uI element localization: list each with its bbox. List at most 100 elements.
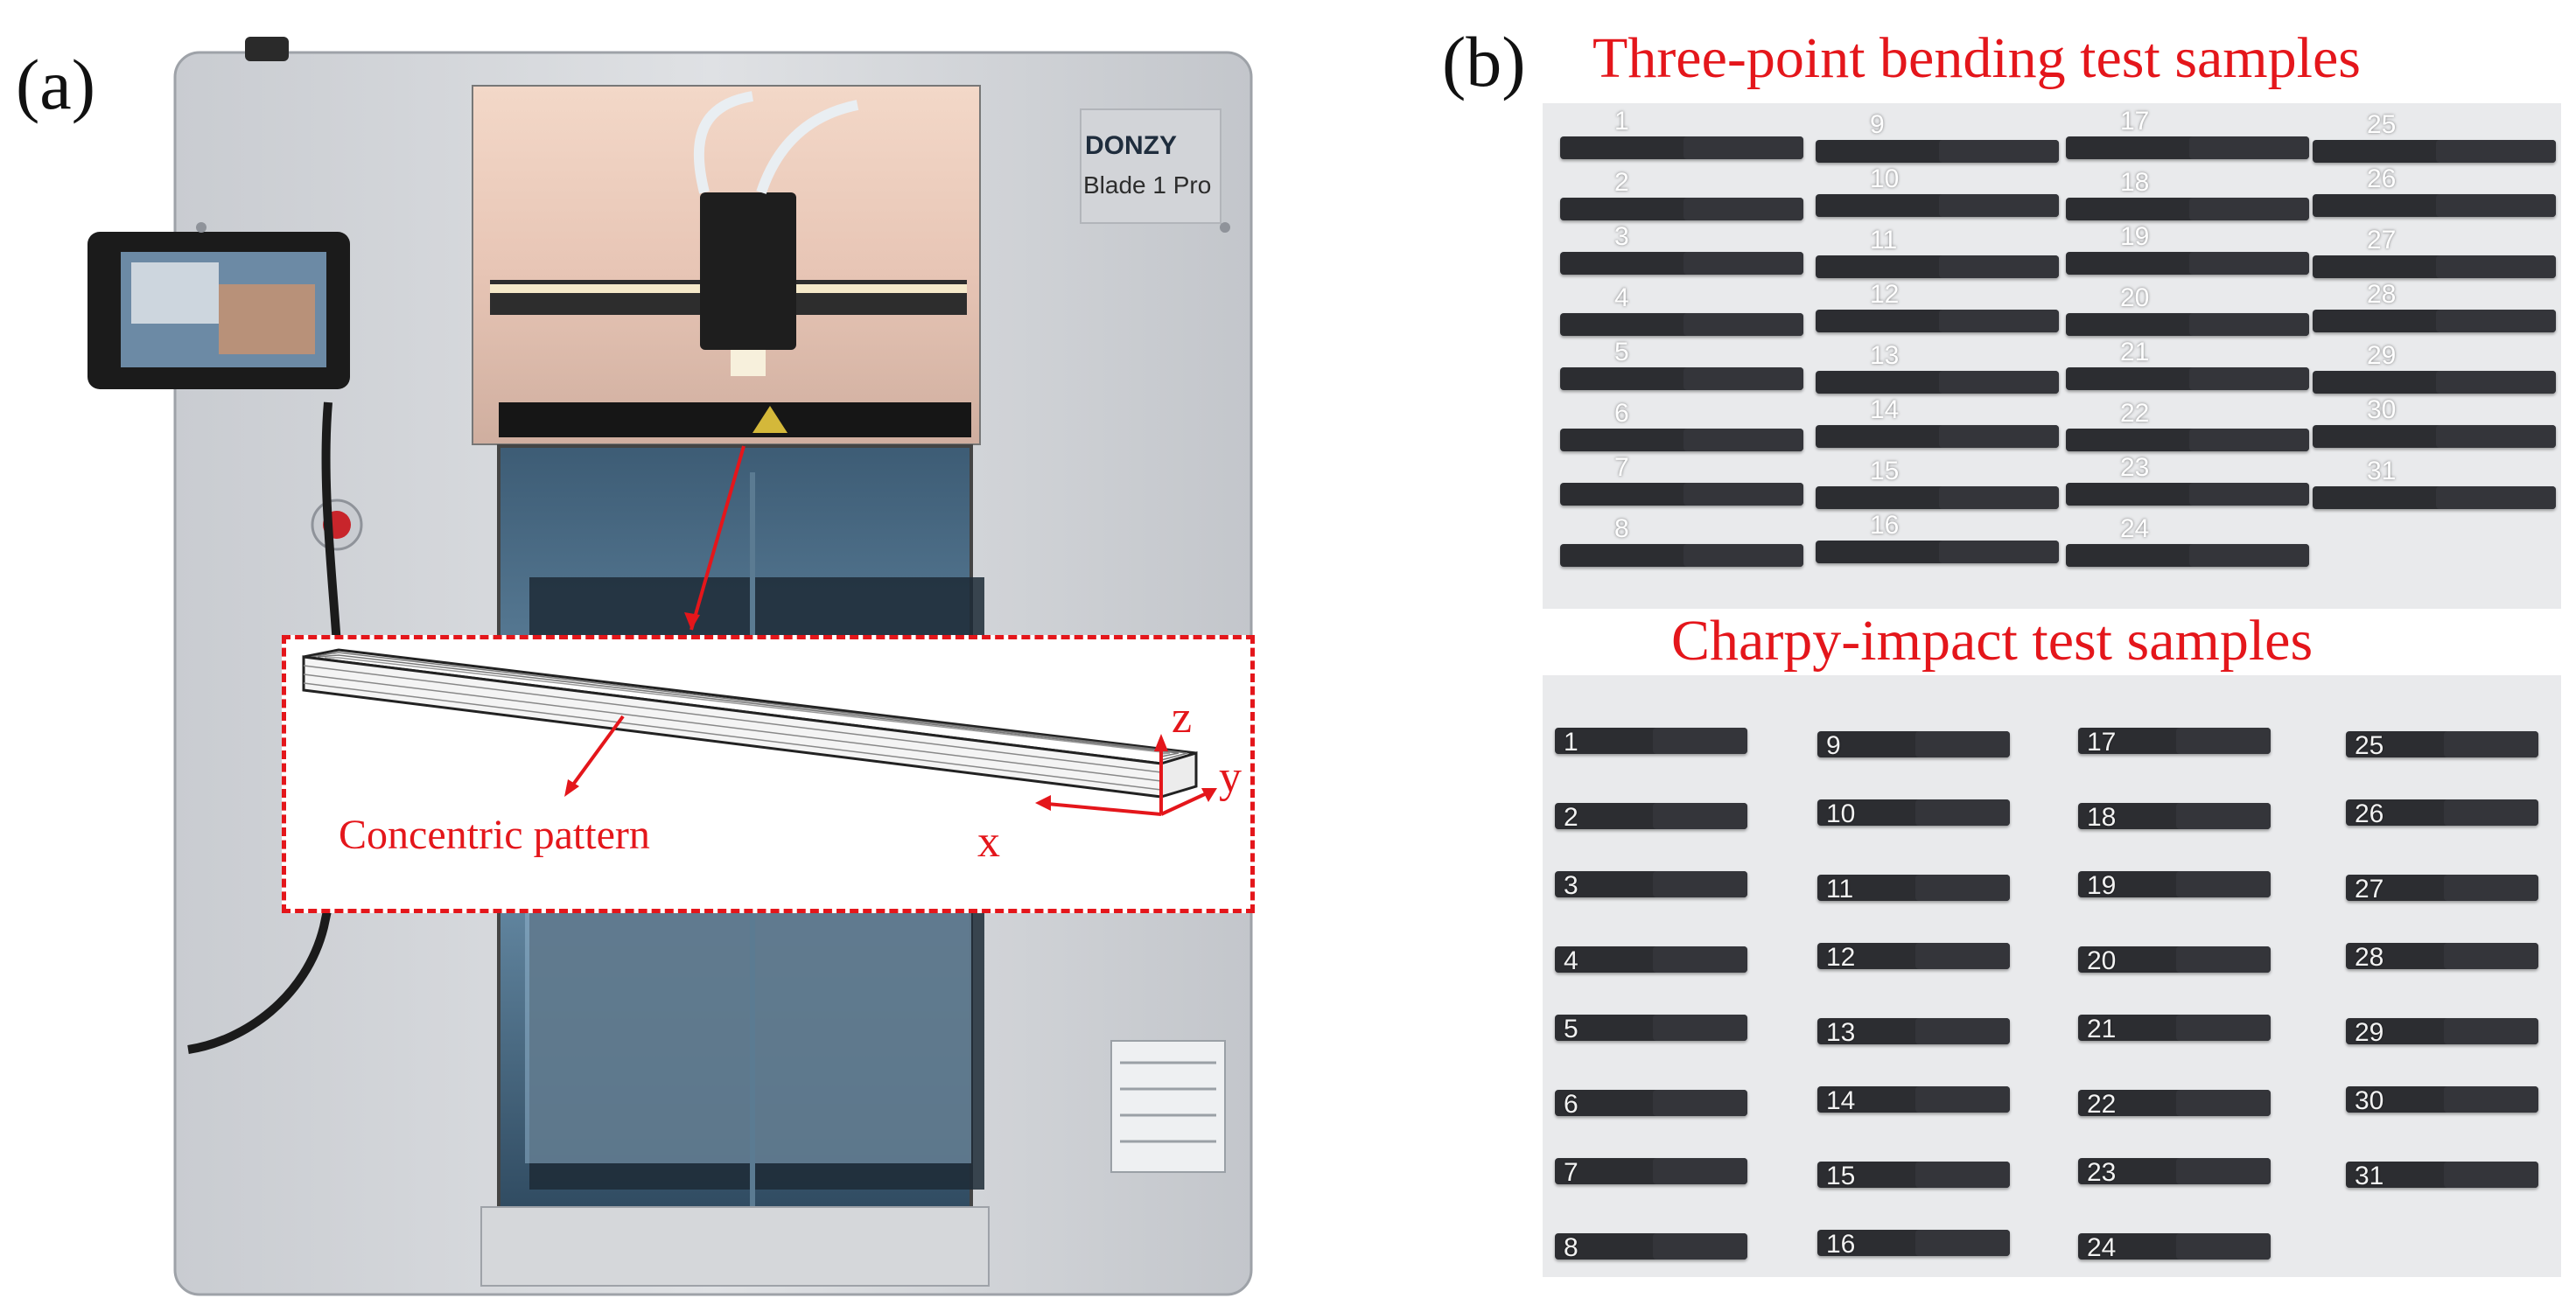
sample-bar (1560, 483, 1803, 506)
sample-number: 8 (1564, 1233, 1578, 1262)
sample-bar (1560, 313, 1803, 336)
sample-bar (1817, 1162, 2010, 1188)
sample-bar (1816, 310, 2059, 332)
sample-bar (1560, 136, 1803, 159)
sample-number: 20 (2087, 946, 2117, 975)
sample-bar (1816, 371, 2059, 394)
sample-number: 12 (1826, 943, 1856, 972)
sample-number: 11 (1870, 226, 1898, 255)
sample-number: 14 (1826, 1086, 1856, 1115)
sample-number: 11 (1826, 875, 1854, 904)
sample-number: 20 (2120, 283, 2150, 312)
sample-number: 24 (2120, 514, 2150, 543)
sample-number: 30 (2367, 395, 2397, 424)
sample-number: 28 (2367, 280, 2397, 309)
sample-bar (2078, 871, 2271, 897)
sample-number: 6 (1564, 1090, 1578, 1119)
sample-bar (2078, 803, 2271, 829)
sample-number: 10 (1870, 164, 1900, 193)
sample-bar (2346, 875, 2538, 901)
axis-x-label: x (977, 817, 1000, 867)
sample-number: 5 (1564, 1015, 1578, 1043)
sample-bar (2313, 194, 2556, 217)
sample-bar (1817, 799, 2010, 826)
x-axis (1046, 802, 1162, 816)
sample-bar (1555, 1158, 1747, 1184)
panel-b-label: (b) (1442, 22, 1526, 101)
sample-bar (2313, 255, 2556, 278)
sample-bar (2313, 425, 2556, 448)
sample-number: 31 (2367, 457, 2397, 485)
sample-number: 17 (2120, 107, 2150, 136)
sample-bar (2346, 1162, 2538, 1188)
sample-bar (1555, 1233, 1747, 1260)
sample-bar (1560, 198, 1803, 220)
sample-number: 26 (2355, 799, 2384, 828)
sample-number: 10 (1826, 799, 1856, 828)
sample-bar (1555, 1090, 1747, 1116)
sample-number: 19 (2120, 222, 2150, 251)
pattern-pointer (569, 715, 625, 790)
sample-bar (1817, 731, 2010, 757)
sample-bar (1560, 429, 1803, 451)
sample-bar (1816, 140, 2059, 163)
sample-number: 22 (2087, 1090, 2117, 1119)
sample-bar (2078, 1233, 2271, 1260)
axis-z-label: z (1172, 693, 1193, 743)
sample-bar (1817, 943, 2010, 969)
sample-number: 8 (1614, 514, 1629, 543)
sample-number: 28 (2355, 943, 2384, 972)
sample-number: 30 (2355, 1086, 2384, 1115)
sample-number: 29 (2355, 1018, 2384, 1047)
sample-bar (1816, 541, 2059, 563)
sample-number: 7 (1614, 453, 1629, 482)
sample-number: 9 (1826, 731, 1841, 760)
sample-number: 27 (2367, 226, 2397, 255)
sample-bar (2066, 252, 2309, 275)
sample-number: 13 (1826, 1018, 1856, 1047)
sample-bar (2066, 313, 2309, 336)
sample-bar (2066, 367, 2309, 390)
sample-bar (1555, 1015, 1747, 1041)
sample-bar (1816, 194, 2059, 217)
sample-bar (1816, 425, 2059, 448)
sample-number: 6 (1614, 399, 1629, 428)
axis-y-label: y (1219, 752, 1242, 802)
sample-number: 25 (2367, 110, 2397, 139)
sample-number: 7 (1564, 1158, 1578, 1187)
sample-bar (1560, 544, 1803, 567)
sample-number: 15 (1870, 457, 1900, 485)
sample-bar (2346, 731, 2538, 757)
sample-number: 4 (1564, 946, 1578, 975)
sample-number: 31 (2355, 1162, 2384, 1190)
sample-bar (2313, 486, 2556, 509)
sample-bar (1816, 486, 2059, 509)
sample-bar (1555, 728, 1747, 754)
sample-bar (1817, 1230, 2010, 1256)
sample-bar (2078, 946, 2271, 973)
sample-number: 29 (2367, 341, 2397, 370)
sample-bar (2066, 544, 2309, 567)
sample-bar (2066, 198, 2309, 220)
sample-number: 3 (1614, 222, 1629, 251)
sample-number: 25 (2355, 731, 2384, 760)
sample-bar (1560, 367, 1803, 390)
sample-number: 16 (1870, 511, 1900, 540)
sample-bar (2066, 483, 2309, 506)
sample-number: 15 (1826, 1162, 1856, 1190)
sample-number: 1 (1564, 728, 1578, 757)
sample-number: 23 (2087, 1158, 2117, 1187)
sample-bar (2313, 310, 2556, 332)
sample-number: 26 (2367, 164, 2397, 193)
sample-number: 3 (1564, 871, 1578, 900)
sample-number: 9 (1870, 110, 1885, 139)
panel-a-label: (a) (16, 45, 96, 124)
sample-bar (2078, 1015, 2271, 1041)
bending-title: Three-point bending test samples (1592, 26, 2361, 90)
sample-number: 16 (1826, 1230, 1856, 1259)
sample-bar (2066, 136, 2309, 159)
sample-number: 27 (2355, 875, 2384, 904)
sample-bar (1817, 1018, 2010, 1044)
